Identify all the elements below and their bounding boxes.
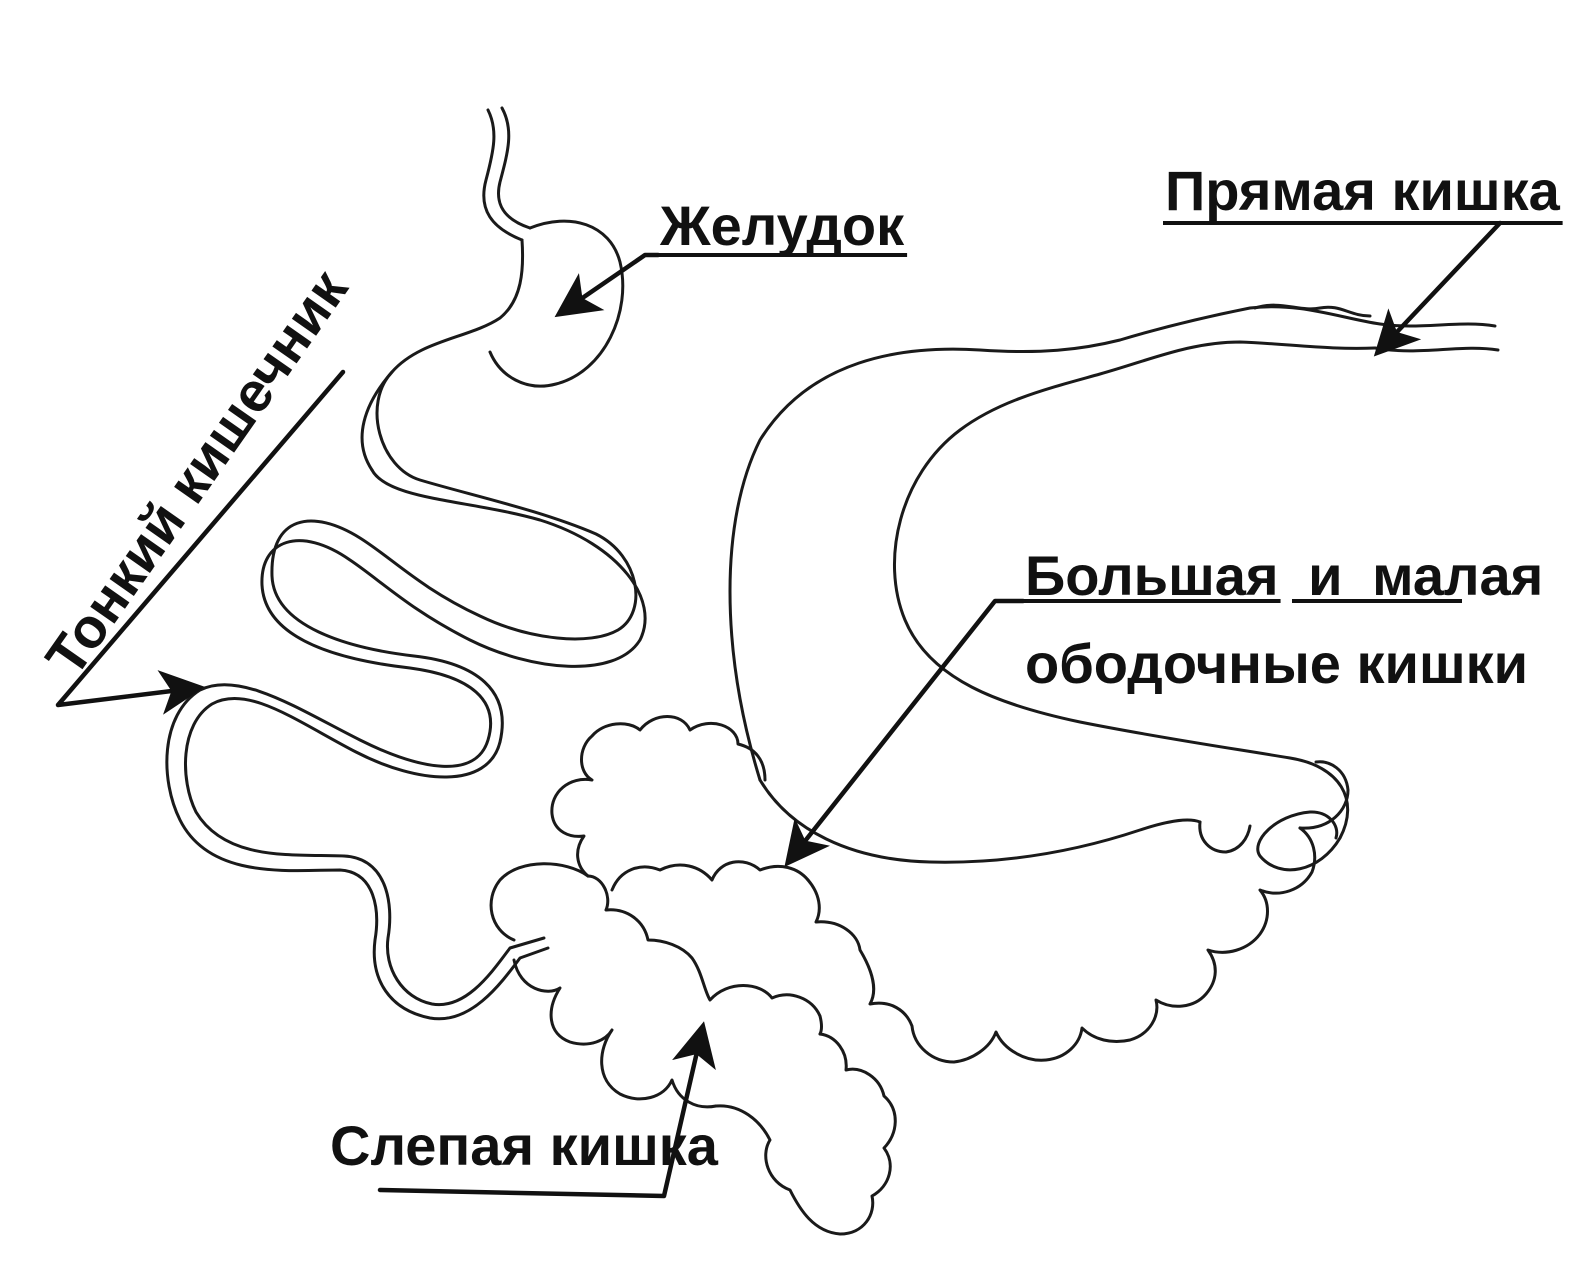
- label-colon-big: Большая: [1025, 544, 1279, 607]
- rectum: [1253, 303, 1372, 318]
- small-intestine: [165, 370, 647, 1021]
- label-small-intestine: Тонкий кишечник: [33, 258, 360, 687]
- label-colon-line2: ободочные кишки: [1025, 632, 1528, 695]
- label-cecum: Слепая кишка: [330, 1114, 719, 1177]
- label-small-intestine-group: Тонкий кишечник: [33, 258, 360, 687]
- label-rectum: Прямая кишка: [1165, 159, 1561, 222]
- label-colon-line1: Большая и малая: [1025, 544, 1543, 607]
- colon-leader-arrow: [784, 598, 1026, 868]
- colon-haustra: [489, 715, 1350, 1236]
- label-stomach: Желудок: [659, 194, 905, 257]
- label-colon-small: малая: [1372, 544, 1543, 607]
- stomach-leader-arrow: [554, 252, 661, 318]
- stomach: [360, 219, 625, 472]
- rectum-leader-arrow: [1373, 220, 1503, 357]
- small-intestine-underline-leader: [55, 369, 346, 715]
- cecum-leader-arrow: [377, 1021, 716, 1199]
- esophagus: [482, 106, 532, 242]
- label-colon-and: и: [1308, 544, 1342, 607]
